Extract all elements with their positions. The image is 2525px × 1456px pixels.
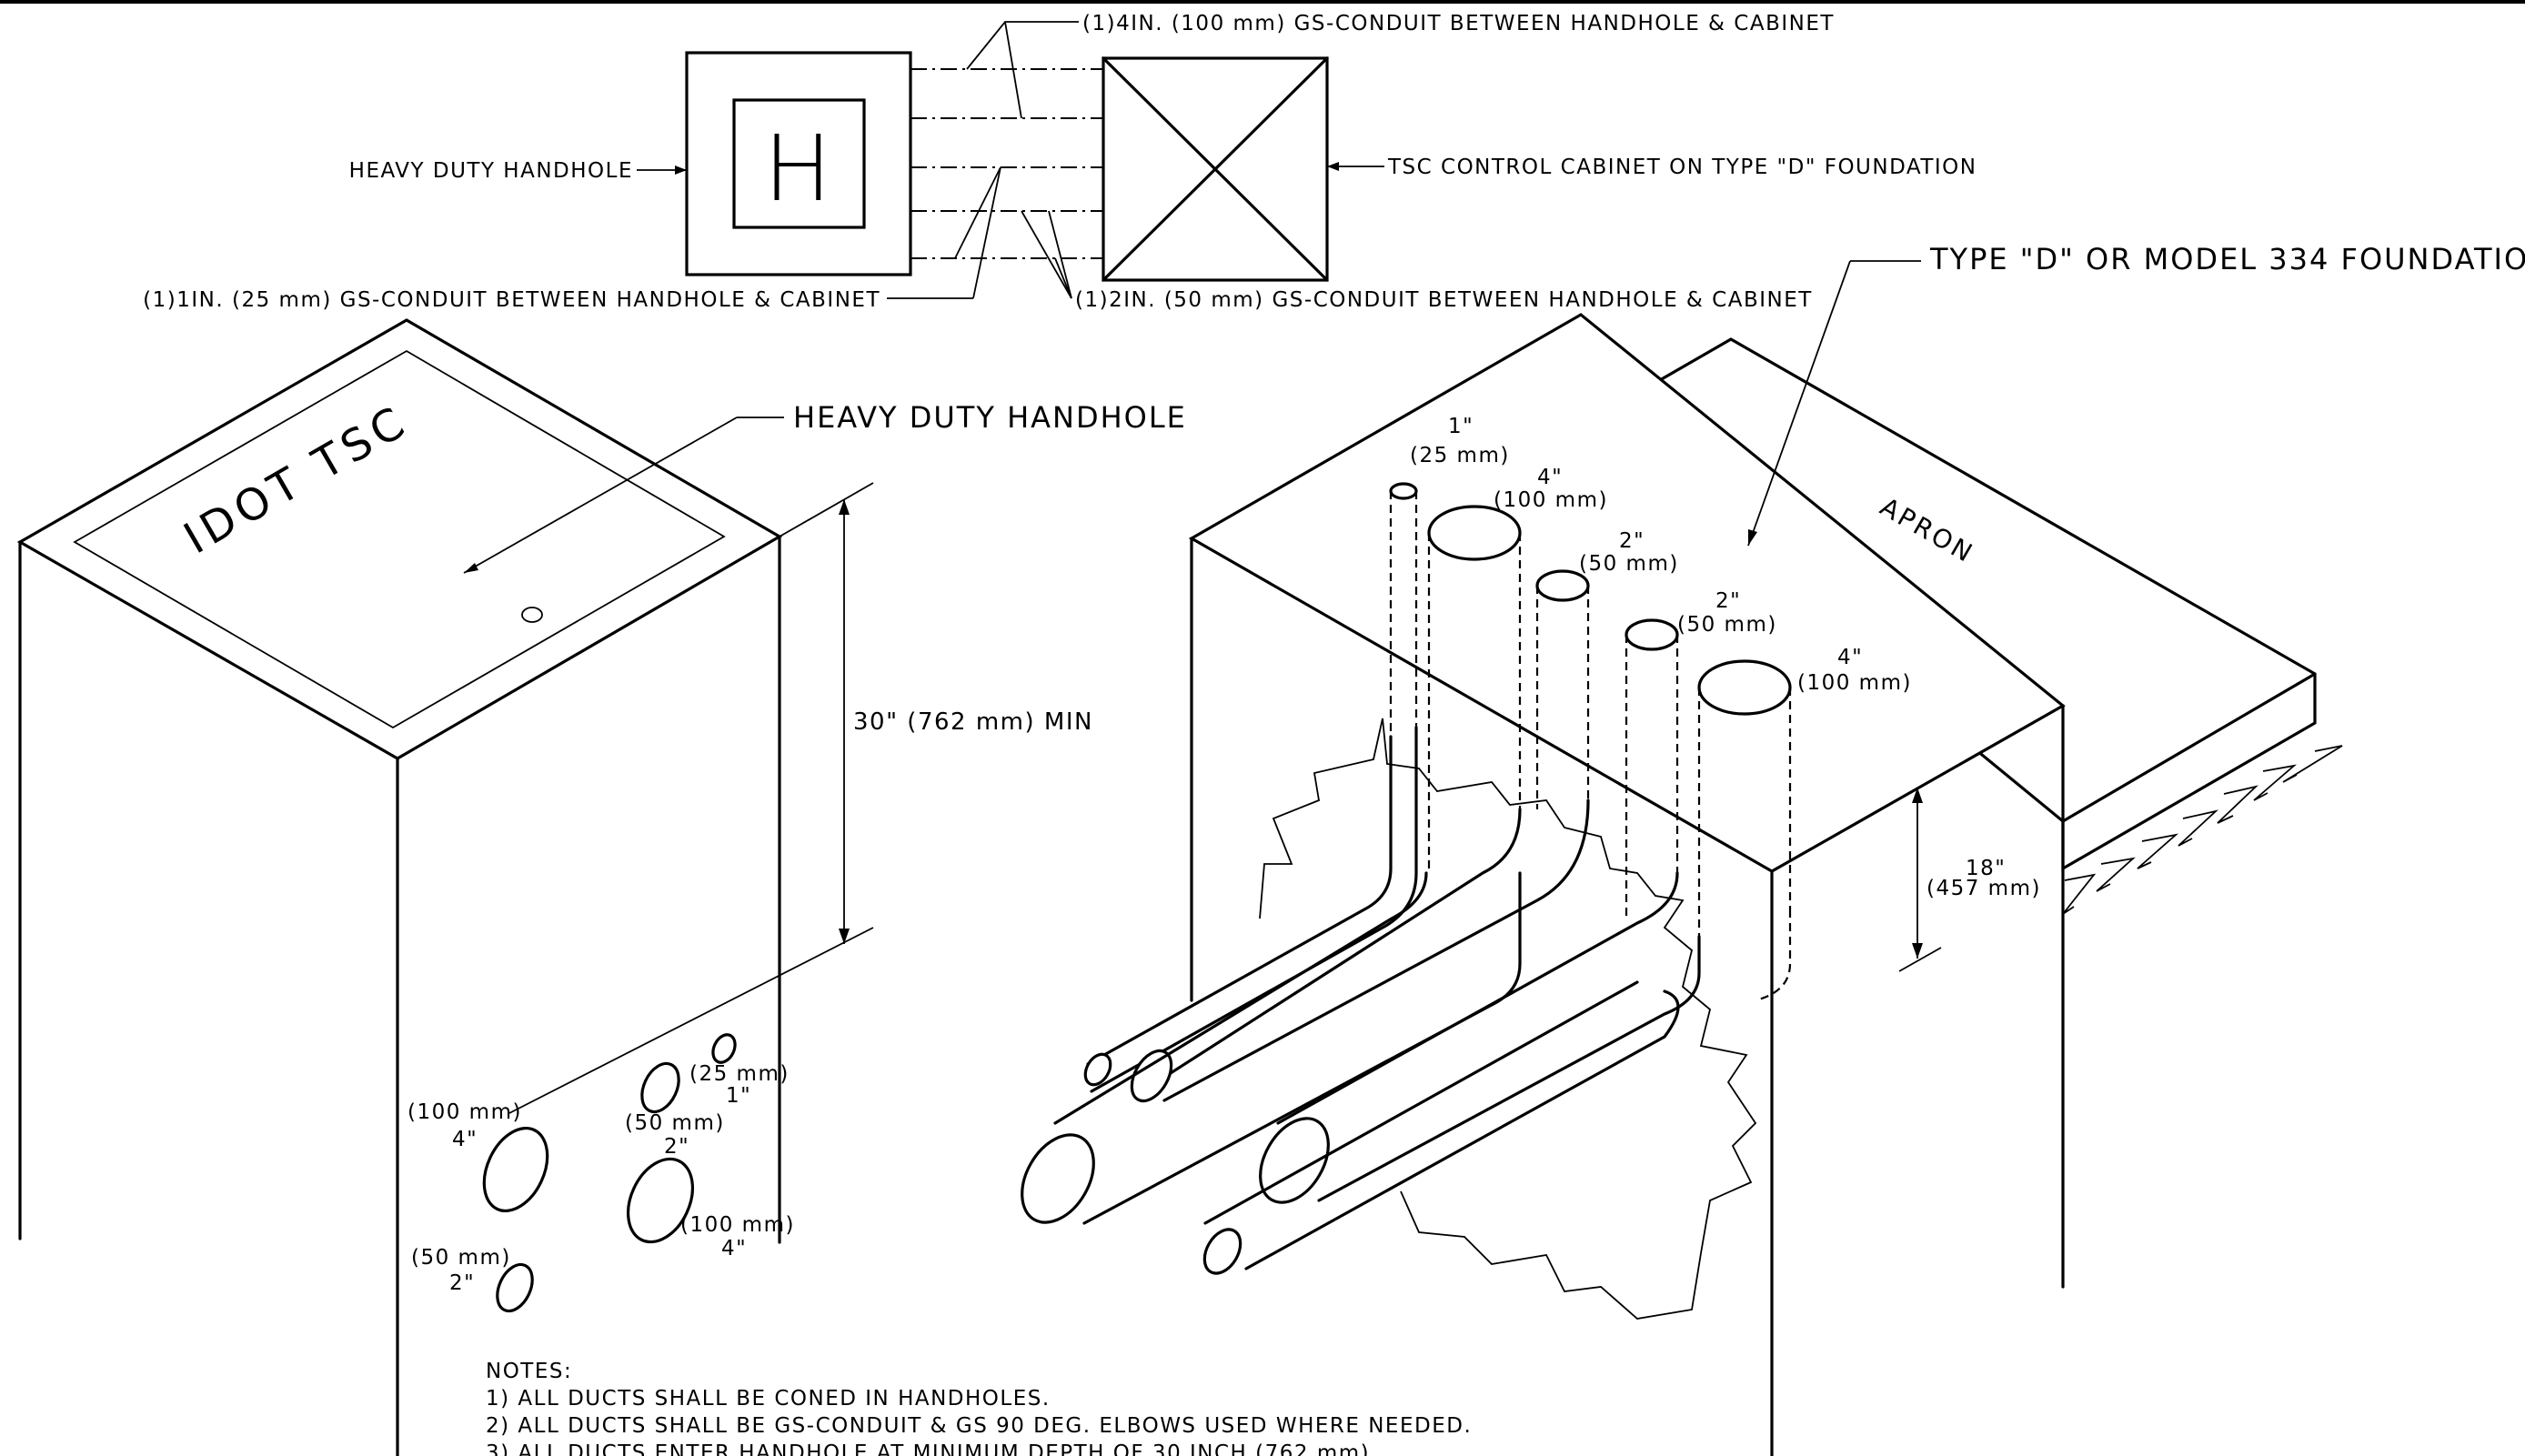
note-3: 3) ALL DUCTS ENTER HANDHOLE AT MINIMUM D… [486,1441,1378,1456]
leader-2in-c [1048,210,1072,299]
horizontal-conduits [1021,726,1792,1275]
dim-ext-top [779,482,874,537]
label-handhole-plan: HEAVY DUTY HANDHOLE [349,159,633,183]
dim-arrow-bottom [839,929,850,944]
conduit-end-50mm-a [1130,1049,1173,1103]
arrow-cabinet-plan [1327,162,1339,171]
height-label-inch: 18" [1966,857,2006,880]
conduit-end-100mm-b [1259,1117,1330,1204]
leader-1in [954,166,1001,299]
note-1: 1) ALL DUCTS SHALL BE CONED IN HANDHOLES… [486,1387,1051,1411]
duct-label-5-inch: 2" [449,1271,475,1295]
dim-arrow-top [839,499,850,515]
dim-ext-height-bottom [1898,947,1942,972]
duct-opening-50mm-a [640,1061,680,1114]
fconduit-4-inch: 2" [1715,589,1741,613]
leader-2in-b [1054,257,1072,299]
conduit-end-100mm-a [1021,1133,1095,1224]
duct-label-2-inch: 1" [726,1084,751,1108]
duct-label-1-mm: (100 mm) [407,1100,522,1124]
duct-label-5-mm: (50 mm) [411,1246,511,1270]
fconduit-1-inch: 1" [1448,415,1474,438]
label-cabinet-plan: TSC CONTROL CABINET ON TYPE "D" FOUNDATI… [1387,156,1977,179]
handhole-isometric: IDOT TSC HEAVY DUTY HANDHOLE 30" (762 mm… [16,318,1187,1456]
leader-4in-b [1004,21,1022,119]
leader-4in-a [966,21,1079,70]
handhole-top-face [16,318,783,760]
cabinet-cross-2 [1102,56,1329,282]
leader-handhole-iso [463,417,738,574]
fconduit-3-inch: 2" [1619,529,1645,553]
duct-label-3-inch: 2" [664,1135,689,1159]
duct-label-4-inch: 4" [721,1237,747,1260]
leader-2in-a [1021,210,1072,299]
notes-heading: NOTES: [486,1360,572,1383]
note-2: 2) ALL DUCTS SHALL BE GS-CONDUIT & GS 90… [486,1414,1472,1438]
label-conduit-2in: (1)2IN. (50 mm) GS-CONDUIT BETWEEN HANDH… [1075,288,1813,312]
depth-label: 30" (762 mm) MIN [853,708,1093,736]
notes: NOTES: 1) ALL DUCTS SHALL BE CONED IN HA… [486,1360,1472,1456]
duct-label-1-inch: 4" [452,1128,478,1151]
fconduit-5-mm: (100 mm) [1797,671,1912,695]
duct-opening-25mm [711,1033,737,1064]
height-label-mm: (457 mm) [1926,877,2041,900]
conduit-end-25mm [1083,1052,1112,1087]
handhole-letter: H [763,115,833,222]
arrow-handhole-plan [675,166,687,175]
fconduit-3-mm: (50 mm) [1579,552,1679,576]
fconduit-4-mm: (50 mm) [1677,613,1777,637]
lid-text: IDOT TSC [176,396,417,565]
ground-hatch [2062,745,2343,915]
duct-label-4-mm: (100 mm) [680,1213,795,1237]
callout-handhole-iso: HEAVY DUTY HANDHOLE [793,400,1187,435]
fconduit-2-mm: (100 mm) [1494,488,1608,512]
arrow-foundation [1748,529,1757,546]
label-conduit-4in: (1)4IN. (100 mm) GS-CONDUIT BETWEEN HAND… [1082,12,1835,35]
handhole-plan-outer [685,51,912,276]
duct-opening-100mm-b [627,1157,694,1244]
dim-arrow-height-top [1912,788,1923,803]
lid-pick-hole [521,607,543,623]
cabinet-plan-box [1102,56,1329,282]
dim-arrow-height-bottom [1912,943,1923,959]
label-conduit-1in: (1)1IN. (25 mm) GS-CONDUIT BETWEEN HANDH… [143,288,880,312]
fconduit-5-inch: 4" [1837,646,1863,669]
fconduit-2-inch: 4" [1537,466,1563,489]
duct-label-2-mm: (25 mm) [689,1062,790,1086]
plan-view: H (1)4IN. (100 mm) GS-CONDUIT BETWEEN HA… [143,12,1977,312]
fconduit-1-mm: (25 mm) [1410,444,1510,467]
handhole-lid [73,349,726,729]
callout-foundation: TYPE "D" OR MODEL 334 FOUNDATION [1929,242,2525,276]
dim-ext-bottom [508,927,874,1114]
duct-label-3-mm: (50 mm) [625,1111,725,1135]
leader-foundation [1747,260,1851,547]
apron-top-edge [2061,672,2317,823]
duct-opening-50mm-b [496,1262,534,1313]
cutaway-break-line [1259,718,1757,1320]
handhole-plan-inner [732,98,866,229]
foundation-isometric: APRON [1021,242,2525,1456]
arrow-handhole-iso [464,563,478,573]
duct-opening-100mm-a [482,1126,549,1213]
conduit-end-50mm-b [1202,1228,1242,1275]
